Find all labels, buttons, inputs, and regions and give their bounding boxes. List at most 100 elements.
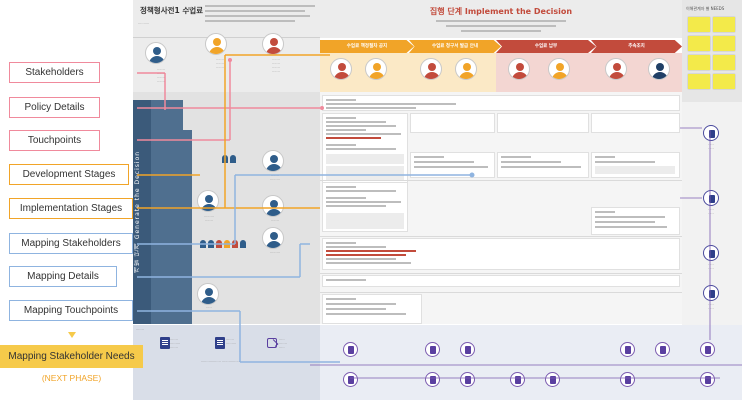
- down-arrow-icon: [68, 332, 76, 338]
- detail-cell: [322, 182, 408, 232]
- touchpoint-note: ·················· ·················· ··…: [200, 360, 264, 364]
- person-icon: [197, 283, 219, 305]
- detail-cell: [497, 113, 589, 133]
- detail-cell: [322, 275, 680, 287]
- person-icon: [420, 58, 442, 80]
- document-icon: [215, 337, 225, 349]
- document-icon: [620, 372, 635, 387]
- detail-cell: [497, 152, 589, 178]
- sticky-note: [713, 55, 735, 70]
- sticky-note: [688, 55, 710, 70]
- touchpoint-caption: ··········: [708, 303, 714, 311]
- exit-icon: [267, 338, 277, 348]
- next-phase-label: (NEXT PHASE): [41, 373, 102, 383]
- sticky-note: [713, 74, 735, 89]
- person-icon: [262, 227, 284, 249]
- sticky-note: [713, 36, 735, 51]
- stage-arrow: 수업료 책정절차 공지: [320, 40, 414, 53]
- dev-sub-stage: [180, 233, 192, 273]
- person-caption: ·········: [269, 251, 280, 255]
- legend-mapping-details: Mapping Details: [9, 266, 117, 287]
- person-caption: ·····: [206, 306, 212, 310]
- document-icon: [703, 245, 719, 261]
- legend-mapping-needs: Mapping Stakeholder Needs: [0, 345, 143, 368]
- document-icon: [655, 342, 670, 357]
- person-icon: [648, 58, 670, 80]
- detail-cell: [591, 113, 680, 133]
- document-icon: [460, 342, 475, 357]
- person-icon: [365, 58, 387, 80]
- touchpoint-caption: ·················: [279, 338, 287, 350]
- impl-title: 집행 단계 Implement the Decision: [429, 7, 573, 16]
- sticky-note: [688, 74, 710, 89]
- impl-description: [430, 20, 572, 35]
- dev-title: 정책형사전1 수업료: [140, 6, 204, 15]
- sticky-note: [688, 36, 710, 51]
- person-caption: ················: [203, 215, 214, 223]
- sticky-note: [713, 17, 735, 32]
- document-icon: [460, 372, 475, 387]
- legend-mapping-stakeholders: Mapping Stakeholders: [9, 233, 133, 254]
- person-icon: [508, 58, 530, 80]
- person-icon: [262, 150, 284, 172]
- person-caption: ················: [269, 174, 280, 182]
- person-icon: [548, 58, 570, 80]
- stakeholder-caption: ····························: [157, 68, 165, 84]
- person-icon: [145, 42, 167, 64]
- legend-development-stages: Development Stages: [9, 164, 129, 185]
- touchpoint-caption: ················: [226, 338, 237, 346]
- legend-mapping-touchpoints: Mapping Touchpoints: [9, 300, 133, 321]
- document-icon: [703, 285, 719, 301]
- document-icon: [545, 372, 560, 387]
- document-icon: [160, 337, 170, 349]
- document-icon: [703, 125, 719, 141]
- person-icon: [205, 33, 227, 55]
- detail-cell: [322, 238, 680, 270]
- legend-stakeholders: Stakeholders: [9, 62, 100, 83]
- touchpoint-caption: ··········: [708, 143, 714, 151]
- document-icon: [700, 372, 715, 387]
- detail-cell: [591, 152, 680, 178]
- document-icon: [620, 342, 635, 357]
- row-divider: [320, 292, 682, 293]
- person-icon: [262, 195, 284, 217]
- document-icon: [343, 372, 358, 387]
- sticky-note: [688, 17, 710, 32]
- document-icon: [703, 190, 719, 206]
- stakeholder-caption: ·····················: [216, 58, 224, 70]
- document-icon: [425, 372, 440, 387]
- touchpoint-caption: ··········: [708, 208, 714, 216]
- legend-implementation-stages: Implementation Stages: [9, 198, 133, 219]
- legend-touchpoints: Touchpoints: [9, 130, 100, 151]
- dev-sub-stage: [180, 178, 192, 233]
- person-icon: [330, 58, 352, 80]
- dev-sub-stage: [180, 130, 192, 178]
- dev-tag: [188, 7, 192, 9]
- touchpoint-caption: ··········: [708, 263, 714, 271]
- person-caption: ·······: [271, 219, 279, 223]
- detail-cell: [322, 95, 680, 111]
- dev-subtitle: ··········: [138, 22, 150, 26]
- row-divider: [320, 236, 682, 237]
- document-icon: [425, 342, 440, 357]
- touchpoint-caption: ·······················: [170, 338, 181, 350]
- stage-arrow: 수업료 청구서 발급 안내: [409, 40, 501, 53]
- dev-description: [205, 5, 320, 25]
- needs-title: 이해관계자 별 NEEDS: [686, 6, 725, 11]
- row-divider: [320, 180, 682, 181]
- legend-policy-details: Policy Details: [9, 97, 100, 118]
- stakeholder-caption: ····························: [272, 58, 280, 74]
- person-icon: [605, 58, 627, 80]
- detail-cell: [591, 207, 680, 235]
- touchpoints-band-caption: ·······: [136, 328, 144, 332]
- stage-arrow: 추속조치: [591, 40, 682, 53]
- detail-cell: [410, 152, 495, 178]
- person-icon: [455, 58, 477, 80]
- document-icon: [700, 342, 715, 357]
- document-icon: [343, 342, 358, 357]
- detail-cell: [410, 113, 495, 133]
- row-divider: [320, 273, 682, 274]
- detail-cell: [322, 294, 422, 324]
- stage-arrow: 수업료 납부: [496, 40, 596, 53]
